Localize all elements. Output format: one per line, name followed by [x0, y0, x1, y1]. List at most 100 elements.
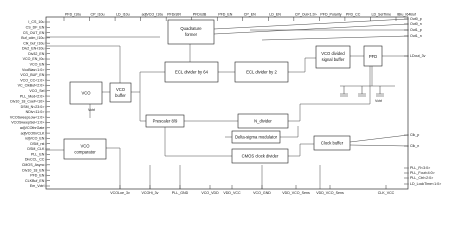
- left-pin: VCO_BUF_EN: [20, 73, 50, 77]
- left-pin: adjVCOthrCLK: [21, 131, 50, 135]
- left-pin-label: DSM_N<23:0>: [21, 105, 45, 109]
- top-pin-label: CP_I10u: [91, 13, 105, 17]
- vco-comparator-block: VCO comparator: [63, 138, 107, 160]
- left-pin: VCO_CC<1:0>: [20, 78, 50, 82]
- wires: [46, 18, 409, 189]
- top-pin: PFD_I10u: [63, 13, 81, 21]
- left-pin-label: VCOSweepLow<1:0>: [10, 115, 45, 119]
- right-pin: PLL_Ctrl<2:0>: [404, 176, 433, 180]
- left-pin: Div10_18_EN: [22, 168, 50, 172]
- left-pin-label: Div10_18_EN: [22, 168, 45, 172]
- left-pin-label: CLKBuf_EN: [25, 179, 45, 183]
- cmos-clock-divider-label: CMOS clock divider: [242, 154, 279, 159]
- left-pin-label: VCO_BUF_EN: [20, 73, 44, 77]
- left-pin-label: I_CS_10u: [28, 20, 44, 24]
- left-pins: I_CS_10uCS_DF_ENCS_OUT_ENBuf_cdm_I10uClk…: [10, 20, 50, 188]
- top-pin-label: PFD_EN: [218, 13, 233, 17]
- left-pin: VcoBias<1:0>: [22, 68, 50, 72]
- clock-buffer-block: Clock buffer: [313, 135, 351, 151]
- left-pin-label: PFD_EN: [30, 174, 45, 178]
- left-pin: DSM_N<23:0>: [21, 105, 50, 109]
- left-pin-label: VCO_Sel: [29, 89, 44, 93]
- left-pin-label: CS_OUT_EN: [23, 31, 45, 35]
- vco-label: VCO: [81, 91, 91, 96]
- ecl-divider-64-label: ECL divider by 64: [175, 70, 209, 75]
- left-pin: Div10_18_CoeF<10>: [10, 100, 50, 104]
- bottom-pin: VDD_VCC: [223, 185, 241, 195]
- left-pin-label: VCOSweepSel<1:0>: [11, 121, 44, 125]
- top-pin: PFD_Polarity: [319, 13, 342, 21]
- vco-divided-buffer-block: VCO divided signal buffer: [315, 45, 351, 69]
- pfd-label: PFD: [369, 54, 377, 59]
- vco-comparator-label-2: comparator: [74, 150, 96, 155]
- left-pin-label: Div10_18_CoeF<10>: [10, 100, 44, 104]
- top-pin: PFD_CC: [344, 13, 361, 21]
- cmos-clock-divider-block: CMOS clock divider: [231, 148, 289, 164]
- bottom-pin: CLK_VCC: [378, 185, 395, 195]
- top-pin-label: adjVCO_I10u: [142, 13, 164, 17]
- left-pin: VCO_Sel: [29, 89, 50, 93]
- vco-buffer-label-1: VCO: [116, 87, 126, 92]
- left-pin: Div2_EN-I10u: [22, 47, 50, 51]
- bottom-pin-label: VDD_VCO_Sens: [316, 191, 344, 195]
- bottom-pin-label: VDD_VCC: [223, 191, 241, 195]
- right-pin-label: Out1_n: [410, 34, 422, 38]
- left-pin-label: ndjVCO_EN: [25, 137, 45, 141]
- left-pin-label: Em_Vctrl: [30, 184, 45, 188]
- left-pin-label: CMOS_Async: [22, 163, 45, 167]
- left-pin-label: VCO_EN_I0u: [23, 57, 45, 61]
- right-pin-label: PLL_Fout<4:0>: [410, 171, 435, 175]
- left-pin-label: VC_ClkBuf<2:0>: [18, 84, 45, 88]
- left-pin: CS_OUT_EN: [23, 31, 50, 35]
- top-pin: CP_I10u: [89, 13, 105, 21]
- left-pin: Clk_buf_I10u: [23, 41, 50, 45]
- top-pin: CP_Out<1:0>: [293, 13, 317, 21]
- left-pin: PLL_EN: [31, 152, 50, 156]
- top-pin: PFDrstR: [165, 13, 181, 21]
- vco-buffer-block: VCO buffer: [109, 82, 132, 103]
- vco-divided-buffer-label-1: VCO divided: [321, 51, 345, 56]
- chip-outline: [45, 16, 409, 190]
- left-pin: VC_ClkBuf<2:0>: [18, 84, 50, 88]
- top-pin-label: CP_EN: [244, 13, 256, 17]
- left-pin: PLL_Mod<2:0>: [20, 94, 50, 98]
- right-pin-label: LDout_3v: [410, 54, 426, 58]
- left-pin: CMOS_Async: [22, 163, 50, 167]
- left-pin-label: PLL_Mod<2:0>: [20, 94, 45, 98]
- top-pin-label: PFD_Polarity: [320, 13, 341, 17]
- top-pin-label: PFD_I10u: [65, 13, 81, 17]
- delta-sigma-label: Delta-sigma modulator: [235, 135, 278, 140]
- loop-filter: Vctrl: [340, 86, 384, 103]
- left-pin: I_CS_10u: [28, 20, 50, 24]
- bottom-pin: VDD_VCO_Sens: [316, 185, 344, 195]
- right-pin-label: LD_LockTime<1:0>: [410, 182, 441, 186]
- right-pin-label: Clk_p: [410, 133, 419, 137]
- top-pin: CP_EN: [242, 13, 256, 21]
- ecl-divider-64-block: ECL divider by 64: [164, 61, 219, 83]
- vco-comparator-label-1: VCO: [80, 144, 90, 149]
- top-pin: LD_EN: [268, 13, 281, 21]
- right-pins: Out0_pOut0_nOut1_pOut1_nLDout_3vClk_pClk…: [404, 17, 441, 186]
- left-pin-label: Clk_buf_I10u: [23, 41, 44, 45]
- left-pin-label: PLL_EN: [31, 152, 45, 156]
- left-pin: adjVCOthrGate: [20, 126, 50, 130]
- top-pin-label: IBIu_I64Buf: [397, 13, 416, 17]
- left-pin-label: adjVCOthrGate: [20, 126, 45, 130]
- prescaler-label: Prescaler 8/9: [153, 119, 178, 124]
- bottom-pin-label: CLK_VCC: [378, 191, 395, 195]
- right-pin-label: Out0_n: [410, 22, 422, 26]
- left-pin-label: Div32_EN: [28, 52, 45, 56]
- top-pin: adjVCO_I10u: [140, 13, 164, 21]
- quadrature-former-label-1: Quadrature: [180, 26, 202, 31]
- left-pin-label: VcoBias<1:0>: [22, 68, 44, 72]
- pfd-block: PFD: [363, 45, 383, 67]
- bottom-pin: VDD_VCO_Sens: [282, 185, 310, 195]
- right-pin-label: PLL_Ctrl<2:0>: [410, 176, 433, 180]
- top-pin-label: PFDrstR: [167, 13, 181, 17]
- top-pin-label: CP_Out<1:0>: [295, 13, 317, 17]
- top-pin-label: LD_I10u: [116, 13, 130, 17]
- left-pin-label: Buf_cdm_I10u: [21, 36, 44, 40]
- bottom-pin-label: VCOLoe_3v: [110, 191, 130, 195]
